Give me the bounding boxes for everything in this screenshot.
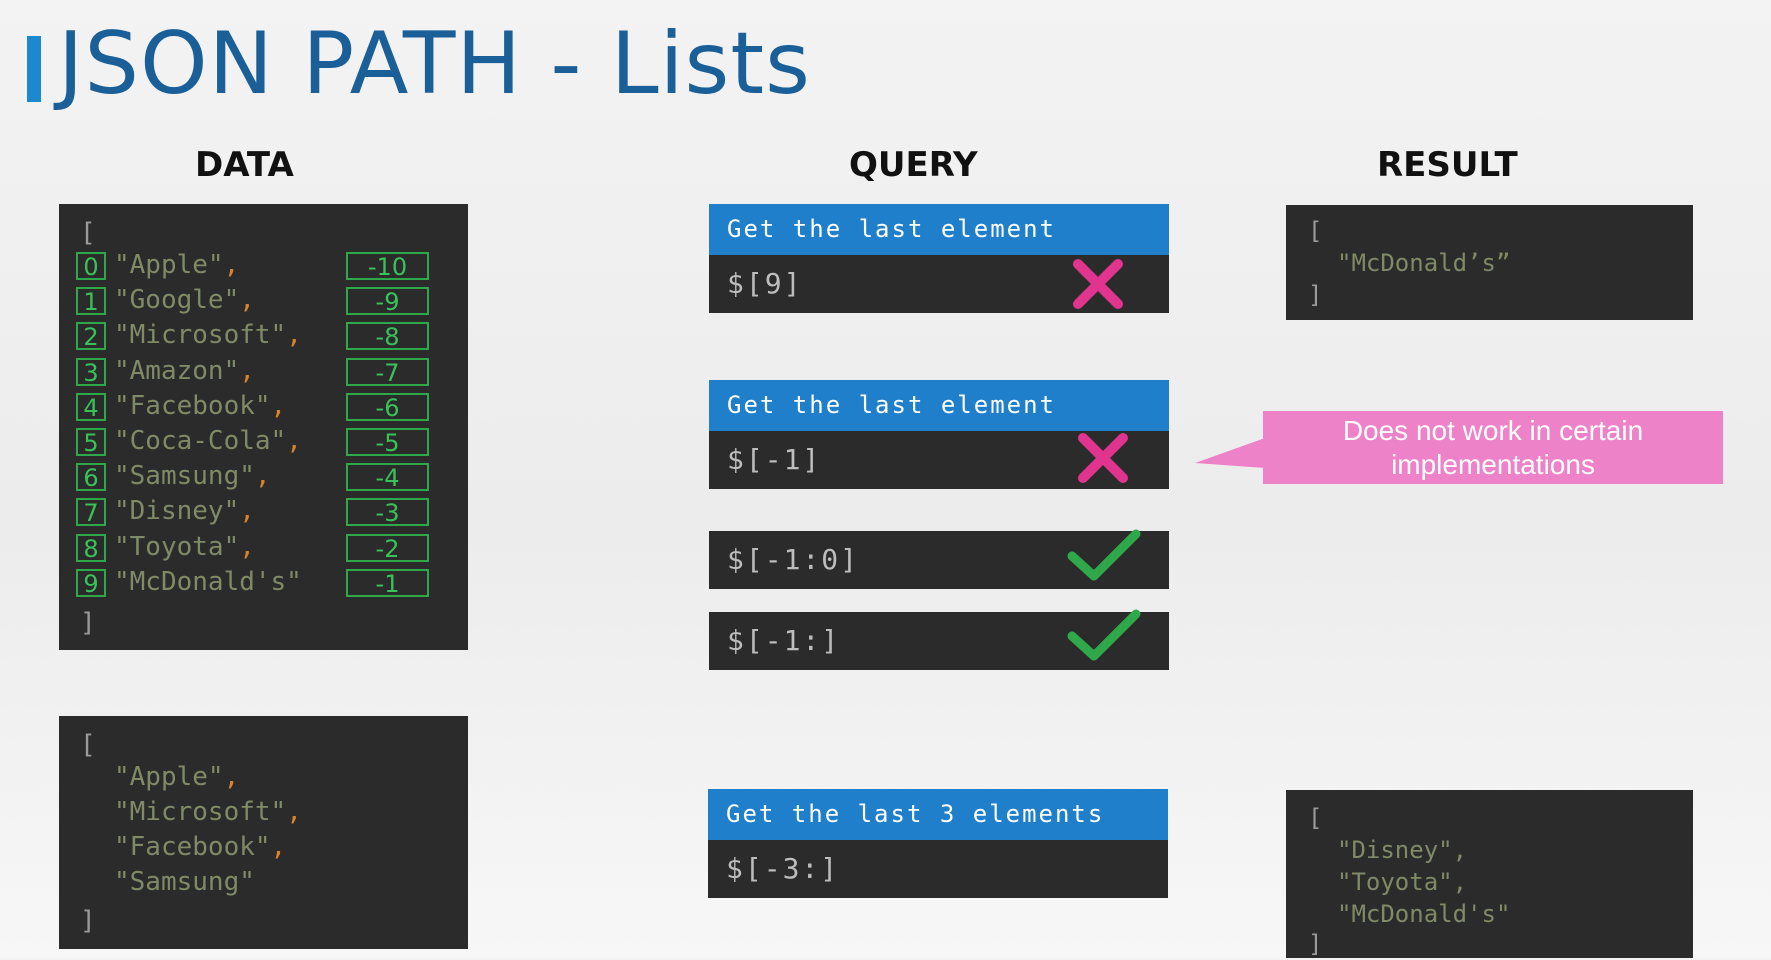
data-panel-2: [ "Apple","Microsoft","Facebook","Samsun… [59,716,468,949]
negative-index-box: -10 [346,252,429,280]
query-3-check-icon [1067,529,1141,581]
list-item-value: "Microsoft" [114,320,287,350]
index-box: 6 [76,463,106,491]
list-item: "Facebook", [114,391,286,421]
negative-index-box: -8 [346,322,429,350]
list-item-comma: , [270,391,287,421]
list-item-comma: , [286,797,302,827]
list-item-value: "Coca-Cola" [114,426,287,456]
query-1-cross-icon [1073,259,1123,309]
query-1-expression: $[9] [727,267,803,300]
list-item-comma: , [239,496,255,526]
result-2-value-2: "Toyota", [1337,868,1468,896]
index-box: 5 [76,428,106,456]
result-1-value: "McDonald’s” [1337,249,1511,277]
result-2-value-1: "Disney", [1337,836,1468,864]
page-title: JSON PATH - Lists [58,14,811,114]
list-item-value: "Google" [114,285,240,315]
list-item-value: "McDonald's" [114,567,302,597]
column-header-data: DATA [195,145,294,185]
list-item: "Toyota", [114,532,255,562]
query-3-code: $[-1:0] [709,531,1169,589]
negative-index-box: -3 [346,498,429,526]
list-item: "Apple", [114,762,239,792]
list-item-value: "Samsung" [114,867,255,897]
query-5-label: Get the last 3 elements [708,789,1168,840]
list-item-value: "Facebook" [114,391,271,421]
data-open-bracket: [ [80,218,96,248]
title-accent-bar [27,36,41,102]
data2-close-bracket: ] [80,906,96,936]
query-1-label: Get the last element [709,204,1169,255]
query-5-expression: $[-3:] [726,852,840,885]
list-item-comma: , [239,285,255,315]
result-2-value-3: "McDonald's" [1337,900,1511,928]
callout-pointer [1195,438,1265,468]
query-4-check-icon [1067,609,1141,661]
result-panel-2: [ "Disney", "Toyota", "McDonald's" ] [1286,790,1693,958]
column-header-query: QUERY [849,145,978,185]
query-3-expression: $[-1:0] [727,543,860,576]
query-2-cross-icon [1078,433,1128,483]
data-close-bracket: ] [80,608,96,638]
list-item-comma: , [223,762,240,792]
callout-note: Does not work in certain implementations [1263,411,1723,484]
list-item: "Coca-Cola", [114,426,302,456]
index-box: 4 [76,393,106,421]
list-item-comma: , [239,532,255,562]
result-2-close-bracket: ] [1308,930,1323,958]
query-2-expression: $[-1] [727,443,822,476]
negative-index-box: -4 [346,463,429,491]
list-item: "Samsung" [114,867,255,897]
list-item-value: "Toyota" [114,532,240,562]
list-item-value: "Facebook" [114,832,271,862]
index-box: 0 [76,252,106,280]
list-item-value: "Samsung" [114,461,255,491]
column-header-result: RESULT [1377,145,1518,185]
data-panel: [ 0 "Apple", -10 1 "Google", -9 2 "Microsoft", -… [59,204,468,650]
result-1-open-bracket: [ [1308,217,1323,245]
list-item-comma: , [286,426,302,456]
negative-index-box: -9 [346,287,429,315]
list-item: "Facebook", [114,832,286,862]
query-4-expression: $[-1:] [727,624,841,657]
callout-text: Does not work in certain implementations [1342,414,1644,480]
negative-index-box: -2 [346,534,429,562]
list-item: "Disney", [114,496,255,526]
index-box: 9 [76,569,106,597]
index-box: 2 [76,322,106,350]
result-panel-1: [ "McDonald’s” ] [1286,205,1693,320]
list-item-value: "Disney" [114,496,240,526]
negative-index-box: -5 [346,428,429,456]
list-item-comma: , [270,832,287,862]
index-box: 3 [76,358,106,386]
list-item: "McDonald's" [114,567,302,597]
data2-open-bracket: [ [80,730,96,760]
negative-index-box: -7 [346,358,429,386]
list-item-value: "Amazon" [114,356,240,386]
list-item: "Samsung", [114,461,271,491]
list-item: "Apple", [114,250,239,280]
list-item-value: "Apple" [114,762,224,792]
index-box: 1 [76,287,106,315]
list-item-comma: , [254,461,271,491]
list-item: "Google", [114,285,255,315]
index-box: 7 [76,498,106,526]
list-item: "Amazon", [114,356,255,386]
query-5-code: $[-3:] [708,840,1168,898]
list-item-comma: , [223,250,240,280]
query-4-code: $[-1:] [709,612,1169,670]
list-item: "Microsoft", [114,797,302,827]
query-2-label: Get the last element [709,380,1169,431]
negative-index-box: -1 [346,569,429,597]
list-item-value: "Microsoft" [114,797,287,827]
result-1-close-bracket: ] [1308,281,1323,309]
list-item: "Microsoft", [114,320,302,350]
list-item-comma: , [239,356,255,386]
list-item-value: "Apple" [114,250,224,280]
result-2-open-bracket: [ [1308,804,1323,832]
negative-index-box: -6 [346,393,429,421]
list-item-comma: , [286,320,302,350]
index-box: 8 [76,534,106,562]
